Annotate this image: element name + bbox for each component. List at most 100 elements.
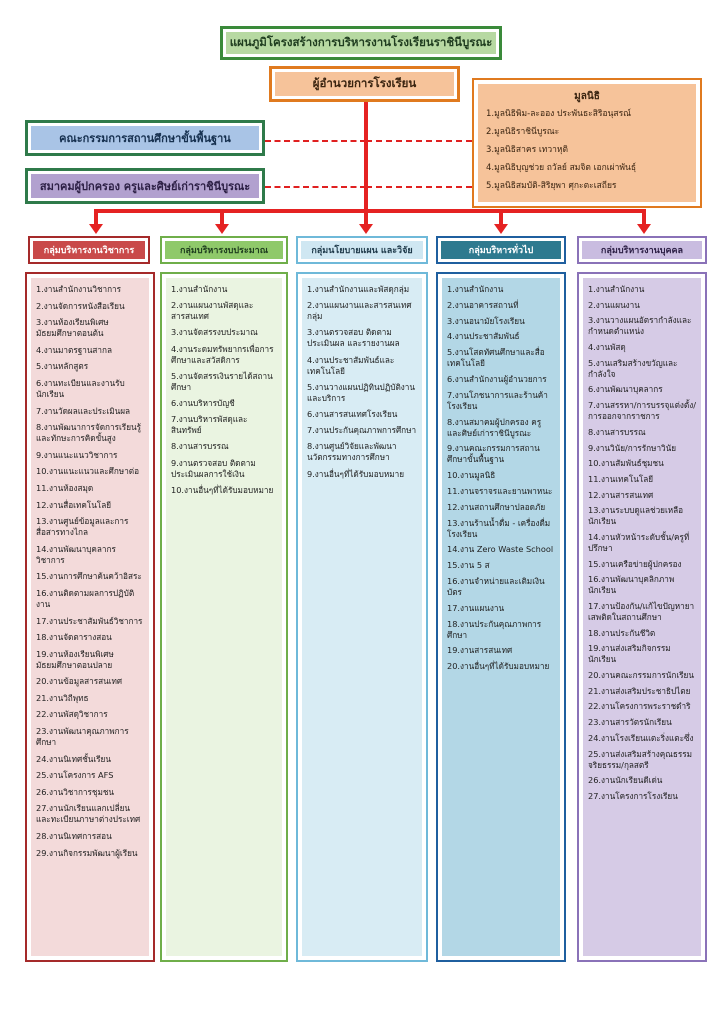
task-item: 19.งานส่งเสริมกิจกรรมนักเรียน bbox=[588, 643, 671, 665]
task-item: 7.งานสรรหา/การบรรจุแต่งตั้ง/การออกจากราช… bbox=[588, 400, 696, 422]
task-item: 11.งานห้องสมุด bbox=[36, 482, 94, 493]
task-item: 17.งานแผนงาน bbox=[447, 602, 505, 613]
task-item: 10.งานสัมพันธ์ชุมชน bbox=[588, 458, 664, 469]
task-item: 16.งานติดตามผลการปฏิบัติงาน bbox=[36, 587, 135, 609]
task-item: 12.งานสารสนเทศ bbox=[588, 489, 654, 500]
group-title: กลุ่มบริหารงบประมาณ bbox=[165, 241, 283, 259]
group-title: กลุ่มนโยบายแผน และวิจัย bbox=[301, 241, 423, 259]
task-item: 2.งานจัดการหนังสือเรียน bbox=[36, 300, 125, 311]
task-item: 7.งานบริหารพัสดุและสินทรัพย์ bbox=[171, 414, 248, 436]
task-item: 2.งานแผนงาน bbox=[588, 299, 640, 310]
task-item: 13.งานระบบดูแลช่วยเหลือนักเรียน bbox=[588, 505, 684, 527]
foundation-item: 5.มูลนิธิสมบัติ-สิริยุพา ศุกะตะเสถียร bbox=[486, 181, 617, 191]
task-item: 25.งานโครงการ AFS bbox=[36, 770, 114, 781]
task-item: 18.งานจัดตารางสอน bbox=[36, 632, 112, 643]
task-item: 9.งานอื่นๆที่ได้รับมอบหมาย bbox=[307, 468, 405, 479]
task-item: 24.งานนิเทศชั้นเรียน bbox=[36, 753, 111, 764]
foundation-title: มูลนิธิ bbox=[574, 91, 600, 102]
task-item: 17.งานป้องกัน/แก้ไขปัญหายาเสพติดในสถานศึ… bbox=[588, 601, 695, 622]
task-item: 8.งานสมาคมผู้ปกครอง ครูและศิษย์เก่าราชิน… bbox=[447, 416, 542, 438]
task-item: 3.งานห้องเรียนพิเศษ มัธยมศึกษาตอนต้น bbox=[36, 317, 109, 339]
task-item: 11.งานเทคโนโลยี bbox=[588, 473, 654, 484]
task-item: 14.งานหัวหน้าระดับชั้น/ครูที่ปรึกษา bbox=[588, 531, 690, 553]
task-item: 6.งานพัฒนาบุคลากร bbox=[588, 384, 663, 395]
connector-drop-1 bbox=[94, 209, 98, 225]
task-item: 25.งานส่งเสริมสร้างคุณธรรม จริยธรรม/กุลส… bbox=[588, 748, 693, 770]
task-item: 3.งานอนามัยโรงเรียน bbox=[447, 315, 525, 326]
task-item: 20.งานข้อมูลสารสนเทศ bbox=[36, 676, 123, 687]
task-item: 27.งานนักเรียนแลกเปลี่ยนและทะเบียนภาษาต่… bbox=[36, 803, 141, 825]
foundation-item: 1.มูลนิธิพิม-ละออง ประพันธะสิริอนุสรณ์ bbox=[486, 109, 632, 119]
task-item: 5.งานหลักสูตร bbox=[36, 361, 89, 372]
arrow-head-2 bbox=[215, 224, 229, 234]
task-item: 5.งานเสริมสร้างขวัญและกำลังใจ bbox=[588, 357, 678, 379]
task-item: 17.งานประชาสัมพันธ์วิชาการ bbox=[36, 615, 143, 626]
task-item: 15.งานการศึกษาค้นคว้าอิสระ bbox=[36, 571, 142, 582]
task-item: 8.งานศูนย์วิจัยและพัฒนานวัตกรรมทางการศึก… bbox=[307, 441, 397, 463]
task-list: 1.งานสำนักงาน 2.งานอาคารสถานที่ 3.งานอนามั… bbox=[447, 284, 555, 672]
task-item: 1.งานสำนักงาน bbox=[171, 284, 228, 294]
group-header-academic: กลุ่มบริหารงานวิชาการ bbox=[28, 236, 150, 264]
task-item: 4.งานประชาสัมพันธ์และเทคโนโลยี bbox=[307, 354, 395, 376]
task-item: 5.งานจัดสรรเงินรายได้สถานศึกษา bbox=[171, 370, 273, 392]
committee-label: คณะกรรมการสถานศึกษาขั้นพื้นฐาน bbox=[31, 126, 259, 150]
task-item: 23.งานพัฒนาคุณภาพการศึกษา bbox=[36, 726, 129, 748]
connector-drop-2 bbox=[220, 209, 224, 225]
task-item: 5.งานวางแผนปฏิทินปฏิบัติงานและบริการ bbox=[307, 381, 415, 403]
task-item: 22.งานพัสดุวิชาการ bbox=[36, 709, 108, 720]
task-item: 13.งานร้านน้ำดื่ม - เครื่องดื่มโรงเรียน bbox=[447, 517, 551, 539]
group-title: กลุ่มบริหารงานบุคคล bbox=[582, 241, 702, 259]
task-item: 6.งานบริหารบัญชี bbox=[171, 397, 235, 408]
task-item: 26.งานนักเรียนดีเด่น bbox=[588, 775, 663, 786]
task-item: 22.งานโครงการพระราชดำริ bbox=[588, 701, 691, 712]
connector-vertical-main bbox=[364, 102, 368, 220]
task-item: 9.งานตรวจสอบ ติดตาม ประเมินผลการใช้เงิน bbox=[171, 457, 256, 479]
task-item: 29.งานกิจกรรมพัฒนาผู้เรียน bbox=[36, 847, 138, 858]
task-item: 7.งานวัดผลและประเมินผล bbox=[36, 405, 131, 416]
arrow-head-4 bbox=[494, 224, 508, 234]
task-item: 2.งานอาคารสถานที่ bbox=[447, 299, 519, 310]
task-item: 10.งานมูลนิธิ bbox=[447, 470, 496, 481]
dashed-connector-foundation-lower bbox=[366, 186, 472, 188]
group-title: กลุ่มบริหารงานวิชาการ bbox=[33, 241, 145, 259]
task-item: 1.งานสำนักงาน bbox=[447, 284, 504, 294]
task-item: 20.งานอื่นๆที่ได้รับมอบหมาย bbox=[447, 661, 550, 672]
task-item: 10.งานอื่นๆที่ได้รับมอบหมาย bbox=[171, 484, 274, 495]
task-item: 2.งานแผนงานและสารสนเทศกลุ่ม bbox=[307, 300, 412, 322]
group-header-personnel: กลุ่มบริหารงานบุคคล bbox=[577, 236, 707, 264]
task-item: 11.งานจราจรและยานพาหนะ bbox=[447, 485, 553, 496]
task-item: 21.งานส่งเสริมประชาธิปไตย bbox=[588, 685, 691, 696]
dashed-connector-committee bbox=[265, 140, 366, 142]
foundation-item: 3.มูลนิธิสาคร เทวาหุติ bbox=[486, 145, 569, 155]
task-item: 19.งานสารสนเทศ bbox=[447, 645, 513, 656]
task-item: 6.งานสารสนเทศโรงเรียน bbox=[307, 408, 398, 419]
task-item: 9.งานคณะกรรมการสถานศึกษาขั้นพื้นฐาน bbox=[447, 443, 540, 465]
task-item: 5.งานโสตทัศนศึกษาและสื่อเทคโนโลยี bbox=[447, 347, 545, 369]
task-item: 18.งานประกันคุณภาพการศึกษา bbox=[447, 618, 542, 640]
task-item: 28.งานนิเทศการสอน bbox=[36, 831, 112, 842]
task-item: 23.งานสารวัตรนักเรียน bbox=[588, 717, 672, 728]
task-item: 6.งานสำนักงานผู้อำนวยการ bbox=[447, 373, 547, 384]
task-item: 7.งานโภชนาการและร้านค้าโรงเรียน bbox=[447, 389, 548, 411]
task-item: 14.งาน Zero Waste School bbox=[447, 544, 554, 555]
task-item: 3.งานวางแผนอัตรากำลังและกำหนดตำแหน่ง bbox=[588, 315, 692, 337]
group-title: กลุ่มบริหารทั่วไป bbox=[441, 241, 561, 259]
group-body-general-admin: 1.งานสำนักงาน 2.งานอาคารสถานที่ 3.งานอนามั… bbox=[436, 272, 566, 962]
task-item: 20.งานคณะกรรมการนักเรียน bbox=[588, 670, 694, 681]
task-item: 24.งานโรงเรียนแตะริ่งแตะซึ่ง bbox=[588, 732, 694, 743]
connector-drop-5 bbox=[642, 209, 646, 225]
arrow-head-3 bbox=[359, 224, 373, 234]
task-item: 13.งานศูนย์ข้อมูลและการสื่อสารทางไกล bbox=[36, 516, 129, 538]
task-item: 9.งานวินัย/การรักษาวินัย bbox=[588, 442, 677, 453]
parents-association-box: สมาคมผู้ปกครอง ครูและศิษย์เก่าราชินีบูรณ… bbox=[25, 168, 265, 204]
foundation-box: มูลนิธิ 1.มูลนิธิพิม-ละออง ประพันธะสิริอ… bbox=[472, 78, 702, 208]
connector-drop-4 bbox=[499, 209, 503, 225]
task-item: 12.งานสถานศึกษาปลอดภัย bbox=[447, 501, 546, 512]
director-box: ผู้อำนวยการโรงเรียน bbox=[269, 66, 460, 102]
